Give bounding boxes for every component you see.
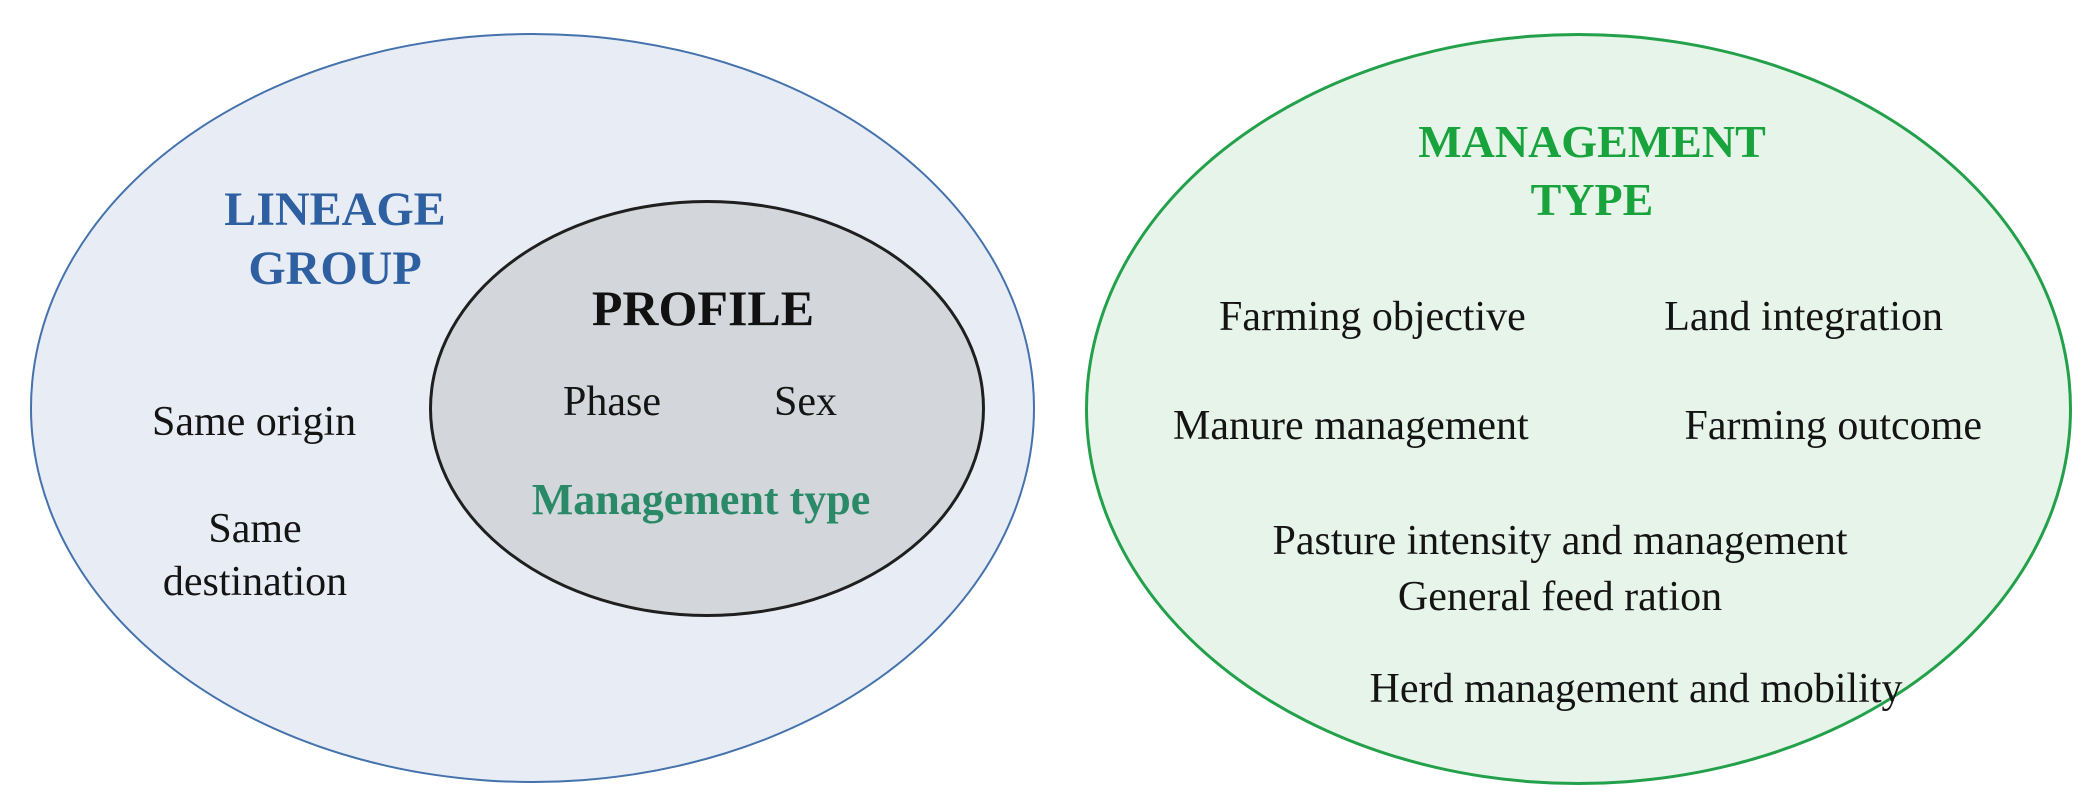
general-feed-ration-label: General feed ration	[1397, 574, 1723, 620]
management-row-2: Manure management Farming outcome	[1173, 405, 1982, 447]
manure-management-label: Manure management	[1173, 403, 1529, 449]
herd-management-label: Herd management and mobility	[1369, 666, 1903, 712]
sex-label: Sex	[774, 379, 837, 425]
same-origin-label: Same origin	[152, 399, 357, 445]
management-type-title-line1: MANAGEMENT	[1418, 116, 1766, 167]
lineage-group-title-line1: LINEAGE	[224, 183, 446, 236]
same-destination-line1: Same	[208, 506, 302, 552]
land-integration-label: Land integration	[1664, 294, 1943, 340]
management-type-ellipse	[1085, 33, 2072, 785]
profile-title: PROFILE	[591, 280, 815, 336]
farming-outcome-label: Farming outcome	[1684, 403, 1982, 449]
lineage-group-title: LINEAGE GROUP	[185, 180, 485, 298]
lineage-group-title-line2: GROUP	[248, 242, 422, 295]
phase-sex-row: Phase Sex	[563, 381, 837, 423]
pasture-intensity-label: Pasture intensity and management	[1272, 518, 1848, 564]
management-type-title-line2: TYPE	[1530, 174, 1654, 225]
farming-objective-label: Farming objective	[1219, 294, 1526, 340]
management-row-1: Farming objective Land integration	[1219, 296, 1943, 338]
same-destination-label: Same destination	[105, 503, 405, 609]
management-type-label: Management type	[531, 475, 871, 524]
profile-ellipse	[429, 200, 985, 617]
management-type-title: MANAGEMENT TYPE	[1392, 113, 1792, 229]
management-row-3: Pasture intensity and management General…	[1160, 513, 1960, 625]
phase-label: Phase	[563, 379, 661, 425]
same-destination-line2: destination	[162, 559, 348, 605]
